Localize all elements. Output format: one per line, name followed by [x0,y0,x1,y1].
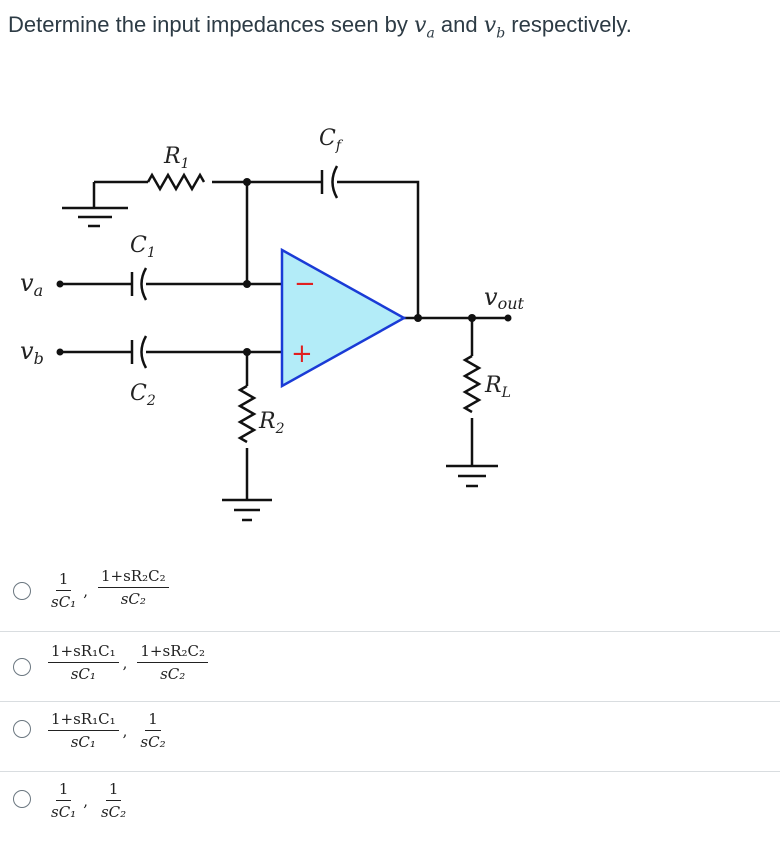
resistor-r2 [237,384,257,444]
radio-option-3[interactable] [13,720,31,738]
option-2-b-num: 1+sR₂C₂ [137,642,208,663]
option-2-a-num: 1+sR₁C₁ [48,642,119,663]
option-4-b-den: sC₂ [100,803,127,821]
option-4-a-num: 1 [55,780,72,801]
question-prefix: Determine the input impedances seen by [8,12,415,37]
label-vout: vout [484,283,525,313]
option-2-a-den: sC₁ [70,665,96,683]
answer-option-1[interactable]: 1 sC₁ , 1+sR₂C₂ sC₂ [0,562,780,631]
answer-option-3[interactable]: 1+sR₁C₁ sC₁ , 1 sC₂ [0,701,780,771]
label-rl: RL [484,373,511,401]
label-c2: C2 [130,381,156,409]
option-4-a-den: sC₁ [51,803,77,821]
var-a-sub: a [426,25,435,42]
option-3-b-den: sC₂ [140,733,166,751]
option-4-expression: 1 sC₁ , 1 sC₂ [46,780,131,821]
capacitor-c2-plate2 [140,335,148,369]
answer-option-2[interactable]: 1+sR₁C₁ sC₁ , 1+sR₂C₂ sC₂ [0,631,780,701]
option-2-b-den: sC₂ [160,665,186,683]
option-3-a-num: 1+sR₁C₁ [48,710,119,731]
opamp-minus-sign: − [294,269,316,299]
option-3-a-den: sC₁ [70,733,96,751]
option-1-a-num: 1 [55,570,72,591]
opamp-triangle [280,247,407,389]
option-1-b-num: 1+sR₂C₂ [97,567,169,588]
var-b: v [483,13,497,38]
ground-symbol-rl [446,464,498,488]
answer-options: 1 sC₁ , 1+sR₂C₂ sC₂ 1+sR₁C₁ sC₁ , 1+sR₂C₂ sC… [0,562,780,841]
question-suffix: respectively. [505,12,632,37]
option-2-expression: 1+sR₁C₁ sC₁ , 1+sR₂C₂ sC₂ [46,642,210,683]
ground-symbol-r2 [222,498,272,522]
opamp-plus-sign: + [291,339,313,369]
option-3-b-num: 1 [145,710,161,731]
radio-option-1[interactable] [13,582,31,600]
option-3-sep: , [122,721,128,740]
capacitor-c1-plate2 [140,267,148,301]
ground-symbol-top [62,206,128,228]
label-r2: R2 [258,409,285,437]
label-vb: vb [20,337,44,368]
option-1-a-den: sC₁ [51,593,77,611]
junction-dots [56,178,512,356]
radio-option-4[interactable] [13,790,31,808]
option-2-sep: , [122,653,128,672]
var-b-sub: b [496,25,506,42]
option-1-expression: 1 sC₁ , 1+sR₂C₂ sC₂ [46,567,171,611]
option-3-expression: 1+sR₁C₁ sC₁ , 1 sC₂ [46,710,171,751]
option-1-sep: , [83,581,88,600]
resistor-r1 [146,172,206,192]
circuit-diagram: − + R1 Cf C1 C2 R2 RL va vb vout [20,126,525,522]
label-r1: R1 [163,144,190,172]
option-4-sep: , [83,791,88,810]
question-text: Determine the input impedances seen by v… [8,12,632,41]
answer-option-4[interactable]: 1 sC₁ , 1 sC₂ [0,771,780,841]
resistor-rl [462,354,482,414]
wires [60,165,508,522]
label-cf: Cf [319,126,344,154]
label-c1: C1 [130,233,156,261]
option-1-b-den: sC₂ [120,590,146,608]
capacitor-cf-plate2 [331,165,339,199]
option-4-b-num: 1 [105,780,122,801]
var-a: v [414,13,427,38]
question-conj: and [434,12,484,37]
radio-option-2[interactable] [13,658,31,676]
label-va: va [20,269,43,300]
